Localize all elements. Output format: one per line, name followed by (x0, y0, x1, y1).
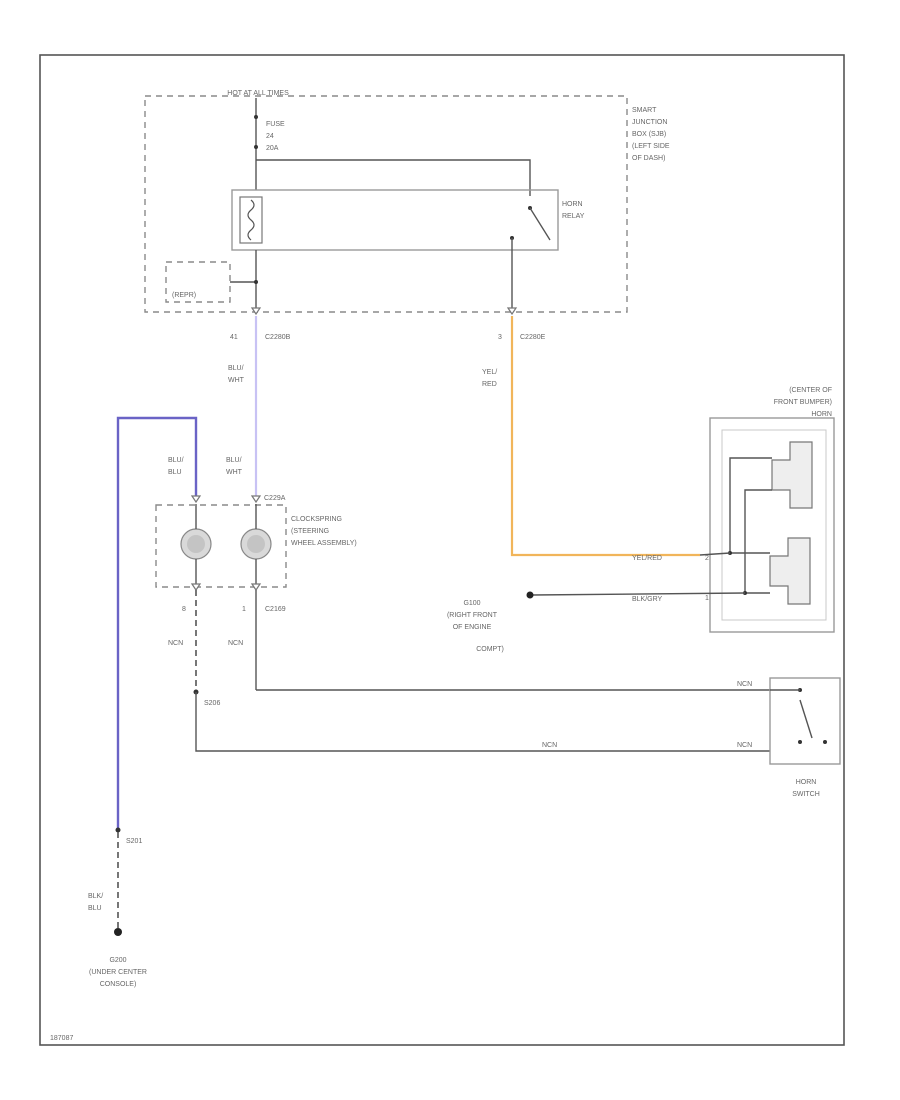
connector-c2169-left-icon (190, 583, 202, 592)
relay-coil-winding (247, 199, 255, 241)
fuse-label-line2: 24 (266, 133, 274, 140)
horn-ground-pin: 1 (705, 595, 709, 602)
splice-s206-label: S206 (204, 700, 220, 707)
horn-switch-label-line1: HORN (796, 779, 817, 786)
ground-g100-line2: (RIGHT FRONT (447, 612, 498, 619)
wire-blu-wht-label-line2: WHT (228, 377, 245, 384)
connector-c229a-left-icon (190, 495, 202, 504)
relay-contact-switch-icon (529, 207, 551, 241)
horn-lower-speaker-icon (769, 537, 811, 605)
ground-g200-line2: (UNDER CENTER (89, 969, 147, 976)
horn-feed-lead (699, 552, 731, 556)
sjb-label-line1: SMART (632, 107, 657, 114)
connector-c2169-right-icon (250, 583, 262, 592)
fuse-bottom-node (254, 145, 258, 149)
wire-horn-ground (531, 592, 746, 596)
clockspring-label-line3: WHEEL ASSEMBLY) (291, 540, 357, 547)
connector-c2280b-name: C2280B (265, 334, 291, 341)
ground-g200-line3: CONSOLE) (100, 981, 137, 988)
horn-label-line1: (CENTER OF (789, 387, 832, 394)
wire-yel-red-label-line1: YEL/ (482, 369, 497, 376)
fuse-label-line3: 20A (266, 145, 279, 152)
wire-yel-red-label-line2: RED (482, 381, 497, 388)
wire-blu-blu-label-line1: BLU/ (168, 457, 184, 464)
wire-blu-blu-to-ground (116, 416, 198, 830)
connector-c2280e-pin: 3 (498, 334, 502, 341)
wire-horn-feed-label: YEL/RED (632, 555, 662, 562)
ground-g100-line1: G100 (463, 600, 480, 607)
horn-switch-label-line2: SWITCH (792, 791, 820, 798)
wire-horn-switch-bottom-label: NCN (737, 742, 752, 749)
horn-inner-outline (721, 429, 827, 621)
splice-s201-label: S201 (126, 838, 142, 845)
connector-c229a-right-icon (250, 495, 262, 504)
horn-internal-feed-upper (729, 457, 772, 553)
wire-ncn-left-label: NCN (168, 640, 183, 647)
wire-blk-blu-label-line1: BLK/ (88, 893, 103, 900)
horn-switch-left-node (798, 740, 802, 744)
module-link-node (254, 280, 258, 284)
ground-g100-line3: OF ENGINE (453, 624, 492, 631)
horn-feed-pin: 2 (705, 555, 709, 562)
horn-box (709, 417, 835, 633)
clockspring-label-line2: (STEERING (291, 528, 329, 535)
smart-junction-box-outline (144, 95, 628, 313)
clockspring-label-line1: CLOCKSPRING (291, 516, 342, 523)
wire-blu-wht-2-label-line1: BLU/ (226, 457, 242, 464)
horn-relay-label-line2: RELAY (562, 213, 585, 220)
connector-c2280b-icon (250, 307, 262, 316)
connector-c2280e-name: C2280E (520, 334, 546, 341)
wire-ncn-right-label: NCN (228, 640, 243, 647)
wire-to-horn-switch-bottom (195, 692, 770, 752)
horn-internal-ground-upper (744, 489, 772, 593)
wire-horn-switch-mid-label: NCN (542, 742, 557, 749)
connector-c2280e-icon (506, 307, 518, 316)
diagram-footer-id: 187087 (50, 1035, 73, 1042)
sjb-label-line5: OF DASH) (632, 155, 665, 162)
diagram-frame (39, 54, 845, 1046)
ground-g100-node (526, 591, 534, 599)
repr-module-label: (REPR) (172, 292, 196, 299)
connector-c229a-name: C229A (264, 495, 286, 502)
wire-blu-wht-2-label-line2: WHT (226, 469, 243, 476)
horn-relay-label-line1: HORN (562, 201, 583, 208)
connector-c2280b-pin: 41 (230, 334, 238, 341)
fuse-top-node (254, 115, 258, 119)
connector-c2169-pin-left: 8 (182, 606, 186, 613)
repr-module-outline (165, 261, 231, 303)
ground-g100-line4: COMPT) (476, 646, 504, 653)
wire-horn-ground-label: BLK/GRY (632, 596, 663, 603)
sjb-label-line2: JUNCTION (632, 119, 667, 126)
clockspring-outline (155, 504, 287, 588)
relay-contact-feed-wire (256, 159, 531, 196)
clockspring-left-ring-inner (187, 535, 205, 553)
wire-blu-blu-label-line2: BLU (168, 469, 182, 476)
fuse-label-line1: FUSE (266, 121, 285, 128)
sjb-label-line3: BOX (SJB) (632, 131, 666, 138)
wire-yel-red-to-horn (510, 316, 700, 557)
horn-switch-box (769, 677, 841, 765)
wire-blu-wht-label-line1: BLU/ (228, 365, 244, 372)
connector-c2169-pin-right: 1 (242, 606, 246, 613)
horn-upper-speaker-icon (771, 441, 813, 509)
horn-switch-contact-icon (799, 699, 813, 739)
sjb-label-line4: (LEFT SIDE (632, 143, 670, 150)
wire-horn-switch-top-label: NCN (737, 681, 752, 688)
ground-g200-line1: G200 (109, 957, 126, 964)
clockspring-right-ring-inner (247, 535, 265, 553)
horn-label-line2: FRONT BUMPER) (774, 399, 832, 406)
horn-relay-box (231, 189, 559, 251)
ground-g200-node (114, 928, 122, 936)
splice-s201-node (115, 827, 121, 833)
relay-coil-icon (239, 196, 263, 244)
connector-c2169-name: C2169 (265, 606, 286, 613)
wire-blk-blu-label-line2: BLU (88, 905, 102, 912)
power-source-label: HOT AT ALL TIMES (227, 90, 289, 97)
horn-switch-right-node (823, 740, 827, 744)
horn-label-line3: HORN (811, 411, 832, 418)
